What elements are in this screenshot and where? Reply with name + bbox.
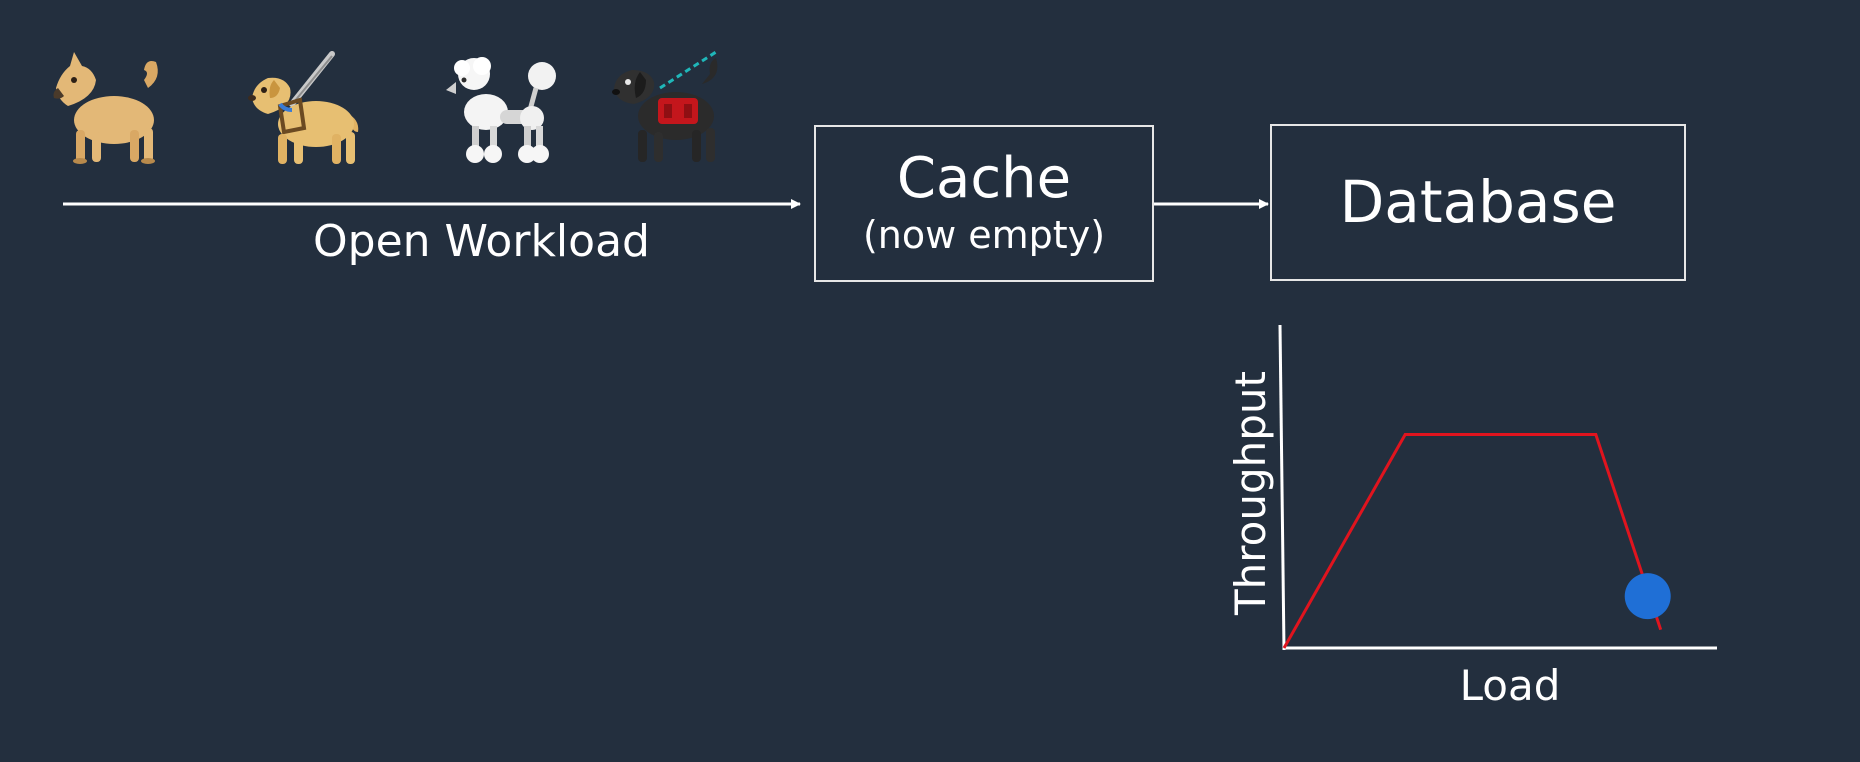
throughput-load-chart: Throughput Load	[1226, 324, 1717, 710]
y-axis	[1278, 324, 1286, 651]
service-dog-icon	[612, 50, 718, 162]
guide-dog-icon	[248, 51, 359, 164]
current-state-marker	[1624, 573, 1671, 620]
cache-box: Cache (now empty)	[814, 125, 1154, 282]
throughput-series-line	[1282, 433, 1663, 649]
y-axis-label: Throughput	[1226, 371, 1275, 616]
x-axis-label: Load	[1460, 661, 1561, 710]
dog-icon	[53, 52, 158, 164]
cache-subtitle: (now empty)	[862, 213, 1106, 257]
database-title: Database	[1339, 168, 1617, 237]
database-box: Database	[1270, 124, 1686, 281]
cache-title: Cache	[896, 146, 1072, 212]
poodle-icon	[446, 57, 556, 163]
open-workload-label: Open Workload	[313, 216, 650, 267]
